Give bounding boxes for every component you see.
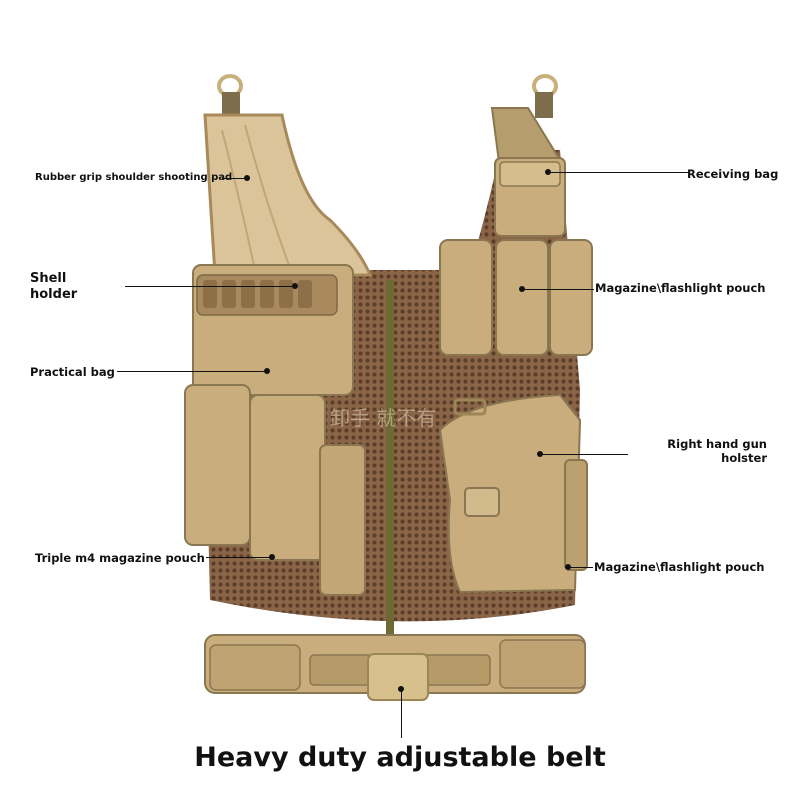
callout-dot-receiving <box>545 169 551 175</box>
label-gun-holster-line2: holster <box>721 451 767 465</box>
callout-line-shell <box>125 286 295 287</box>
callout-dot-triple <box>269 554 275 560</box>
callout-dot-mag-bottom <box>565 564 571 570</box>
label-receiving-bag: Receiving bag <box>687 167 779 181</box>
callout-dot-shoulder <box>244 175 250 181</box>
callout-line-belt <box>401 690 402 738</box>
belt-title: Heavy duty adjustable belt <box>194 742 606 773</box>
watermark: 卸手 就不有 <box>330 406 436 430</box>
d-ring-right <box>532 74 558 118</box>
belt <box>204 634 586 701</box>
callout-dot-holster <box>537 451 543 457</box>
callout-line-holster <box>540 454 628 455</box>
callout-line-triple <box>206 557 272 558</box>
zipper <box>386 280 394 640</box>
shoulder-pad <box>203 113 373 277</box>
label-magazine-pouch-bottom: Magazine\flashlight pouch <box>594 560 765 574</box>
callout-dot-shell <box>292 283 298 289</box>
callout-line-receiving <box>548 172 688 173</box>
triple-m4-pouch <box>184 384 366 596</box>
label-shoulder-pad: Rubber grip shoulder shooting pad <box>35 172 233 183</box>
callout-dot-practical <box>264 368 270 374</box>
callout-dot-mag-top <box>519 286 525 292</box>
gun-holster <box>438 393 582 594</box>
callout-line-mag-bottom <box>568 567 593 568</box>
label-gun-holster-line1: Right hand gun <box>667 437 767 451</box>
magazine-pouch-top <box>439 239 593 356</box>
label-triple-m4: Triple m4 magazine pouch <box>35 551 205 565</box>
callout-line-mag-top <box>522 289 594 290</box>
callout-dot-belt <box>398 686 404 692</box>
label-shell-holder-line2: holder <box>30 287 78 302</box>
label-shell-holder-line1: Shell <box>30 271 67 286</box>
label-magazine-pouch-top: Magazine\flashlight pouch <box>595 281 766 295</box>
d-ring-left <box>217 74 243 118</box>
label-practical-bag: Practical bag <box>30 365 115 379</box>
callout-line-practical <box>117 371 267 372</box>
callout-line-shoulder <box>222 178 250 179</box>
